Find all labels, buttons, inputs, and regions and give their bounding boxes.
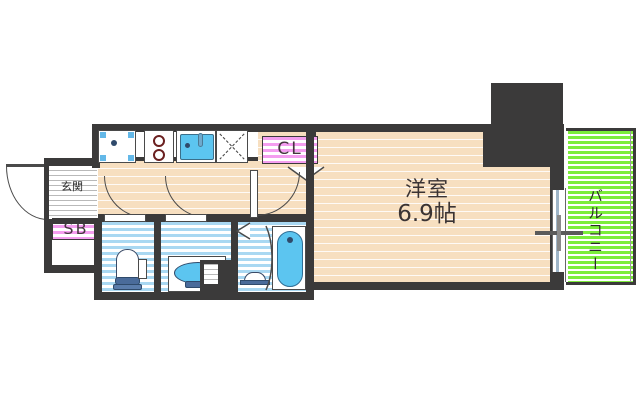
exterior-wall-left-upper bbox=[92, 124, 100, 168]
entrance-wall-left bbox=[44, 158, 49, 224]
balcony-outer-wall-top bbox=[566, 128, 636, 131]
kitchen-sink bbox=[176, 130, 216, 163]
burner-rear-icon bbox=[153, 149, 165, 161]
washing-machine-space bbox=[98, 130, 136, 163]
toilet-door-leaf[interactable] bbox=[104, 214, 146, 222]
balcony-wall-stub-bottom bbox=[550, 272, 564, 290]
washer-tab-br bbox=[128, 155, 134, 161]
balcony-outer-wall-bottom bbox=[566, 282, 636, 285]
washroom-ps-hatch bbox=[204, 264, 218, 284]
main-room-size: 6.9帖 bbox=[397, 201, 457, 228]
burner-front-icon bbox=[153, 135, 165, 147]
pipe-shaft bbox=[491, 83, 563, 129]
washer-tab-bl bbox=[100, 155, 106, 161]
bathtub bbox=[272, 226, 306, 290]
entrance-wall-top bbox=[44, 158, 100, 166]
gas-stove bbox=[144, 130, 174, 163]
shoebox-label: SB bbox=[63, 219, 89, 238]
entrance-door[interactable] bbox=[6, 166, 48, 220]
exterior-wall-top bbox=[92, 124, 491, 132]
washer-tab-tr bbox=[128, 132, 134, 138]
washer-tab-tl bbox=[100, 132, 106, 138]
kitchen-strip-floor bbox=[98, 160, 314, 172]
refrigerator-x-icon bbox=[219, 133, 245, 160]
bathtub-drain-icon bbox=[287, 237, 293, 243]
bathroom-folding-door[interactable] bbox=[236, 222, 252, 240]
entrance-label: 玄関 bbox=[61, 180, 83, 193]
room-north-column bbox=[306, 124, 316, 136]
partition-washroom-bath bbox=[231, 218, 238, 294]
closet-label: CL bbox=[277, 139, 303, 159]
entrance-floor bbox=[47, 165, 97, 221]
exterior-wall-bottom-right bbox=[306, 282, 558, 290]
sink-faucet-icon bbox=[198, 133, 203, 147]
entrance-wall-lower-left bbox=[44, 219, 52, 273]
entrance-door-leaf[interactable] bbox=[6, 164, 48, 167]
washer-drain-icon bbox=[111, 140, 117, 146]
main-room-name: 洋室 bbox=[405, 177, 449, 201]
balcony-railing-line bbox=[630, 131, 631, 282]
toilet-base bbox=[113, 284, 142, 290]
refrigerator-space bbox=[216, 130, 248, 163]
exterior-wall-left-lower bbox=[44, 265, 102, 273]
toilet-paper-holder-icon bbox=[138, 259, 147, 279]
main-room-label: 洋室 6.9帖 bbox=[366, 178, 488, 226]
partition-toilet-washroom bbox=[154, 218, 161, 294]
balcony-door-handle-stem bbox=[557, 215, 561, 251]
exterior-wall-bottom bbox=[94, 292, 314, 300]
washroom-door-leaf[interactable] bbox=[165, 214, 207, 222]
bath-basin-stool bbox=[240, 272, 270, 286]
balcony-outer-wall-right bbox=[633, 128, 636, 285]
pipe-shaft-lower bbox=[483, 129, 563, 167]
balcony-label: バルコニー bbox=[586, 187, 604, 273]
entrance-wall-bottom bbox=[44, 219, 100, 224]
room-entry-door-leaf[interactable] bbox=[250, 170, 258, 218]
western-toilet bbox=[113, 249, 147, 293]
balcony-floor bbox=[568, 131, 634, 282]
exterior-wall-left-bottom bbox=[94, 220, 102, 300]
sink-drain-icon bbox=[185, 143, 190, 148]
interior-wall-room-west bbox=[306, 128, 314, 292]
bath-shower-partition bbox=[265, 225, 273, 291]
balcony-wall-stub-top bbox=[550, 124, 564, 190]
